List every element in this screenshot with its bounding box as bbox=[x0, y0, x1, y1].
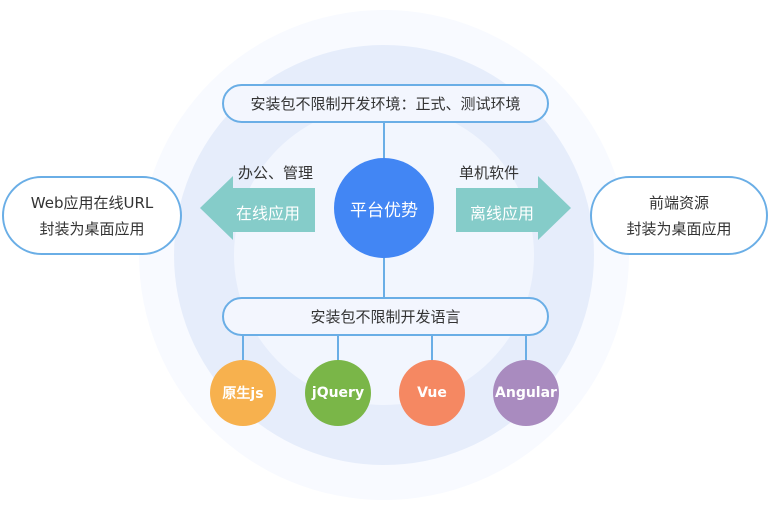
connector-bottom bbox=[383, 256, 385, 298]
tech-angular: Angular bbox=[493, 360, 559, 426]
right-arrow-label: 离线应用 bbox=[470, 204, 535, 223]
left-arrow-caption: 办公、管理 bbox=[238, 164, 314, 182]
bottom-pill: 安装包不限制开发语言 bbox=[222, 297, 549, 336]
right-box-line-1: 前端资源 bbox=[648, 193, 709, 212]
connector-tech-2 bbox=[337, 335, 339, 361]
tech-vue: Vue bbox=[399, 360, 465, 426]
connector-tech-1 bbox=[242, 335, 244, 361]
connector-top bbox=[383, 122, 385, 162]
right-box-line-2: 封装为桌面应用 bbox=[626, 219, 732, 238]
left-arrow-icon bbox=[200, 176, 315, 240]
connector-tech-3 bbox=[431, 335, 433, 361]
tech-label: 原生js bbox=[222, 386, 264, 402]
tech-native-js: 原生js bbox=[210, 360, 276, 426]
left-box-line-2: 封装为桌面应用 bbox=[39, 219, 145, 238]
right-arrow-icon bbox=[456, 176, 571, 240]
tech-label: Vue bbox=[417, 385, 447, 401]
top-pill: 安装包不限制开发环境：正式、测试环境 bbox=[222, 84, 549, 123]
tech-label: jQuery bbox=[311, 385, 365, 401]
center-label: 平台优势 bbox=[350, 200, 418, 221]
left-box-line-1: Web应用在线URL bbox=[30, 193, 154, 212]
center-circle: 平台优势 bbox=[334, 158, 434, 258]
tech-label: Angular bbox=[495, 385, 557, 401]
right-arrow-caption: 单机软件 bbox=[459, 164, 520, 182]
right-box: 前端资源 封装为桌面应用 bbox=[590, 176, 768, 255]
left-arrow-label: 在线应用 bbox=[236, 204, 301, 223]
left-box: Web应用在线URL 封装为桌面应用 bbox=[2, 176, 182, 255]
connector-tech-4 bbox=[525, 335, 527, 361]
tech-jquery: jQuery bbox=[305, 360, 371, 426]
